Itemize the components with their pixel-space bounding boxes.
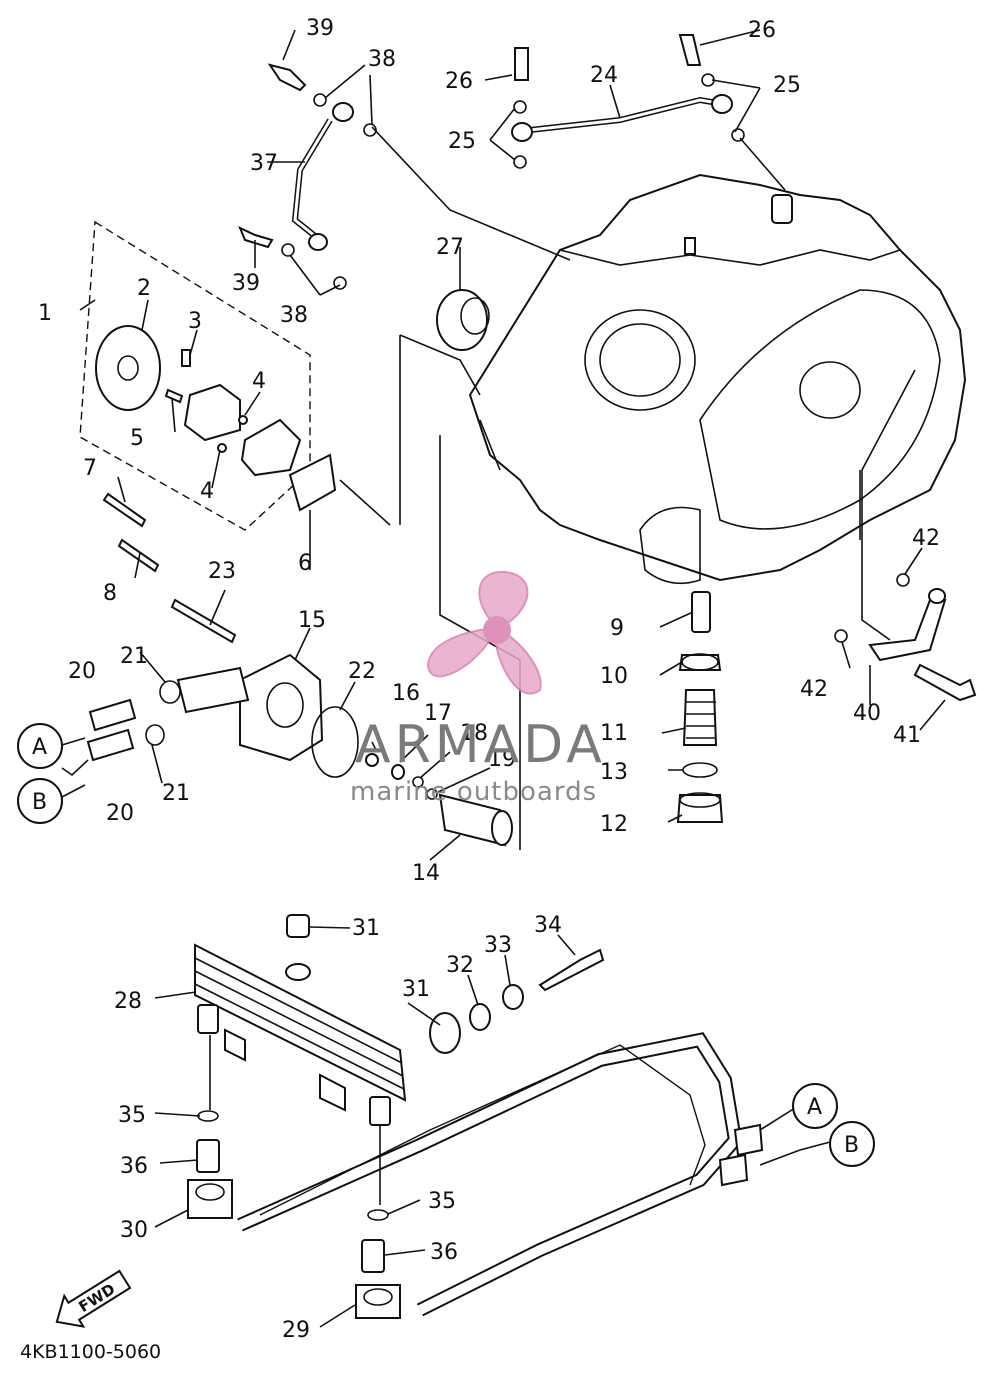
callout-35a: 35 <box>118 1103 146 1128</box>
callout-22: 22 <box>348 659 376 684</box>
callout-14: 14 <box>412 861 440 886</box>
callout-21a: 21 <box>120 644 148 669</box>
relief-valve-group <box>676 591 724 823</box>
connector-a-top <box>17 723 63 769</box>
callout-30: 30 <box>120 1218 148 1243</box>
callout-1: 1 <box>38 301 52 326</box>
callout-4a: 4 <box>252 369 266 394</box>
connector-b-top-label: B <box>32 790 47 815</box>
callout-28: 28 <box>114 989 142 1014</box>
callout-11: 11 <box>600 721 628 746</box>
callout-2: 2 <box>137 276 151 301</box>
callout-36b: 36 <box>430 1240 458 1265</box>
callout-13: 13 <box>600 760 628 785</box>
callout-24: 24 <box>590 63 618 88</box>
callout-31b: 31 <box>402 977 430 1002</box>
callout-37: 37 <box>250 151 278 176</box>
leader-lines <box>61 29 946 1328</box>
connector-b-top <box>17 778 63 824</box>
callout-10: 10 <box>600 664 628 689</box>
callout-34: 34 <box>534 913 562 938</box>
diagram-code: 4KB1100-5060 <box>20 1341 161 1363</box>
callout-33: 33 <box>484 933 512 958</box>
callout-40: 40 <box>853 701 881 726</box>
callout-26a: 26 <box>445 69 473 94</box>
callout-5: 5 <box>130 426 144 451</box>
callout-20b: 20 <box>106 801 134 826</box>
callout-12: 12 <box>600 812 628 837</box>
callout-7: 7 <box>83 456 97 481</box>
callout-16: 16 <box>392 681 420 706</box>
callout-8: 8 <box>103 581 117 606</box>
oil-hoses <box>187 1032 764 1319</box>
callout-42b: 42 <box>800 677 828 702</box>
callout-32: 32 <box>446 953 474 978</box>
callout-38b: 38 <box>280 303 308 328</box>
crankcase-illustration <box>468 173 967 585</box>
callout-41: 41 <box>893 723 921 748</box>
callout-9: 9 <box>610 616 624 641</box>
connector-a-bottom-label: A <box>807 1095 822 1120</box>
callout-6: 6 <box>298 551 312 576</box>
fwd-arrow: FWD <box>55 1269 132 1328</box>
callout-35b: 35 <box>428 1189 456 1214</box>
callout-18: 18 <box>460 721 488 746</box>
callout-numbers: 1 2 3 4 4 5 6 7 8 9 10 11 12 13 14 15 16… <box>38 16 940 1343</box>
callout-39b: 39 <box>232 271 260 296</box>
fwd-arrow-icon <box>55 1269 132 1328</box>
watermark-brand: ARMADA <box>355 715 606 775</box>
watermark-tagline: marine outboards <box>350 777 597 807</box>
callout-38a: 38 <box>368 47 396 72</box>
oil-cooler-28 <box>194 914 605 1126</box>
callout-25b: 25 <box>773 73 801 98</box>
callout-23: 23 <box>208 559 236 584</box>
callout-42a: 42 <box>912 526 940 551</box>
callout-26b: 26 <box>748 18 776 43</box>
connector-a-top-label: A <box>32 735 47 760</box>
callout-27: 27 <box>436 235 464 260</box>
callout-15: 15 <box>298 608 326 633</box>
connector-markers: A B A B <box>17 723 875 1167</box>
oil-pipes <box>238 34 745 290</box>
callout-3: 3 <box>188 309 202 334</box>
connector-b-bottom-label: B <box>844 1133 859 1158</box>
callout-31a: 31 <box>352 916 380 941</box>
armada-watermark: ARMADA marine outboards <box>350 570 606 807</box>
callout-21b: 21 <box>162 781 190 806</box>
connector-b-bottom <box>829 1121 875 1167</box>
oil-pump-assembly <box>79 220 337 573</box>
callout-17: 17 <box>424 701 452 726</box>
gear-27 <box>436 289 490 351</box>
callout-20a: 20 <box>68 659 96 684</box>
callout-29: 29 <box>282 1318 310 1343</box>
callout-19: 19 <box>488 747 516 772</box>
callout-25a: 25 <box>448 129 476 154</box>
callout-36a: 36 <box>120 1154 148 1179</box>
filter-cover-group <box>86 598 513 847</box>
oil-fitting-40 <box>834 573 977 702</box>
connector-a-bottom <box>792 1083 838 1129</box>
callout-4b: 4 <box>200 479 214 504</box>
propeller-logo-icon <box>426 570 542 695</box>
callout-39a: 39 <box>306 16 334 41</box>
